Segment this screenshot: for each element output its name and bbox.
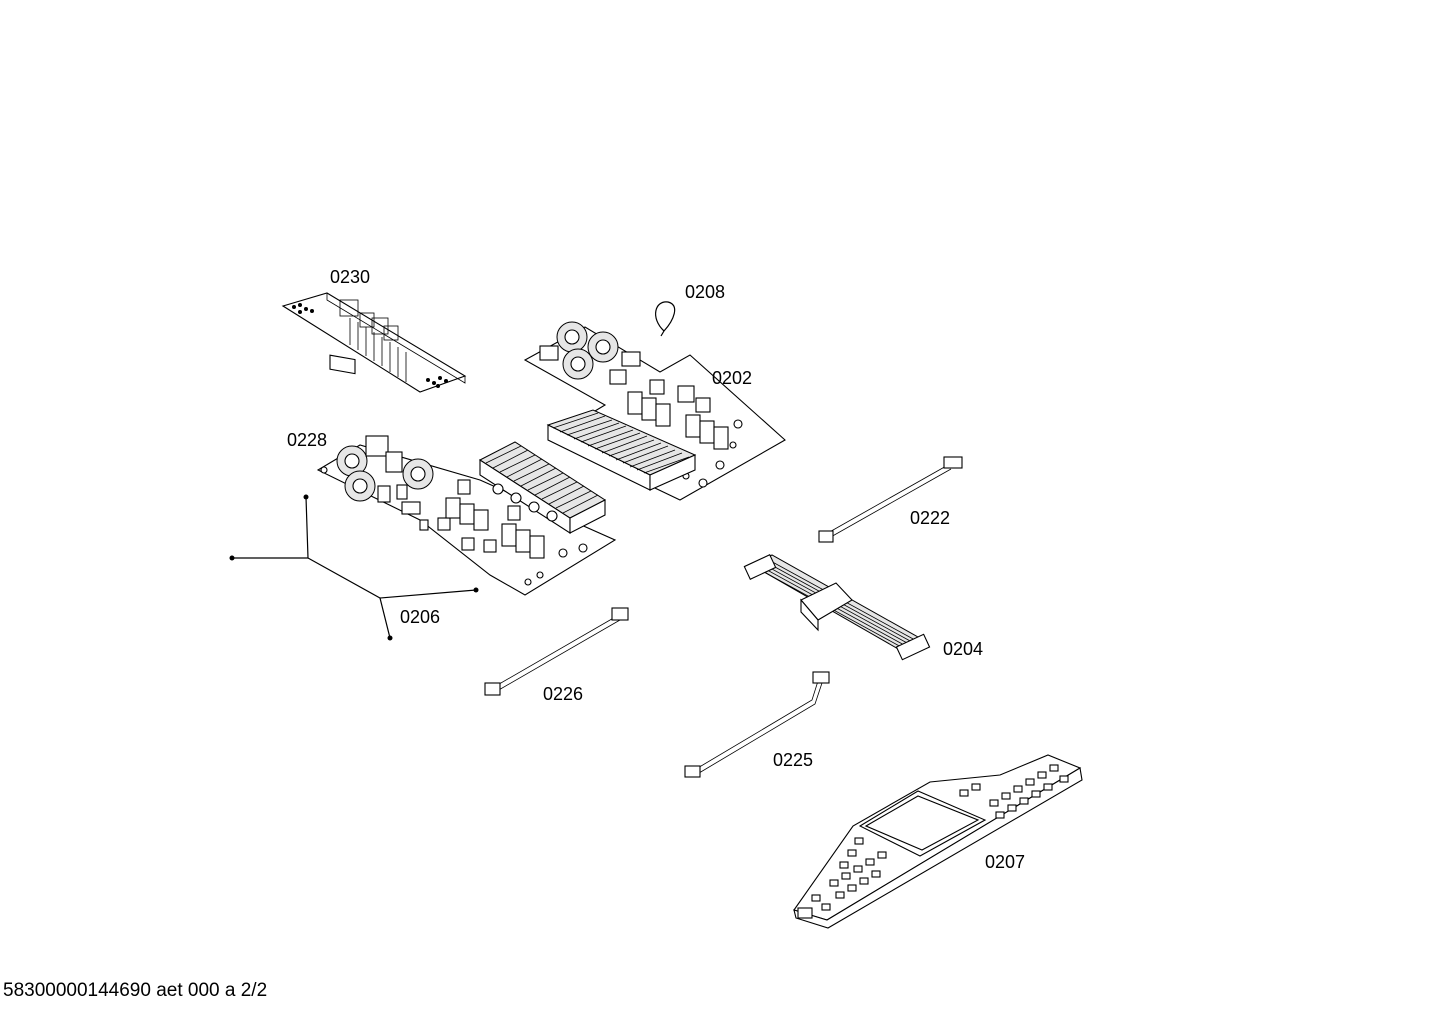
part-0225-cable	[684, 671, 830, 778]
part-0222-cable	[818, 456, 963, 543]
label-0230: 0230	[330, 267, 371, 287]
label-0206: 0206	[400, 607, 441, 627]
label-0228: 0228	[287, 430, 328, 450]
part-0207-display-module	[793, 754, 1083, 929]
part-0204-ribbon-cable	[743, 554, 931, 661]
label-0207: 0207	[985, 852, 1026, 872]
label-0208: 0208	[685, 282, 726, 302]
part-0206-wire-harness	[229, 494, 479, 641]
label-0204: 0204	[943, 639, 984, 659]
part-0230-board	[281, 292, 467, 393]
label-0225: 0225	[773, 750, 814, 770]
label-0202: 0202	[712, 368, 753, 388]
part-0202-power-board	[523, 321, 786, 501]
part-0208-wire-loop	[655, 301, 676, 337]
part-0228-power-board	[316, 435, 617, 596]
drawing-id-footer: 58300000144690 aet 000 a 2/2	[3, 980, 268, 1001]
label-0226: 0226	[543, 684, 584, 704]
part-0226-cable	[484, 607, 629, 696]
label-0222: 0222	[910, 508, 951, 528]
